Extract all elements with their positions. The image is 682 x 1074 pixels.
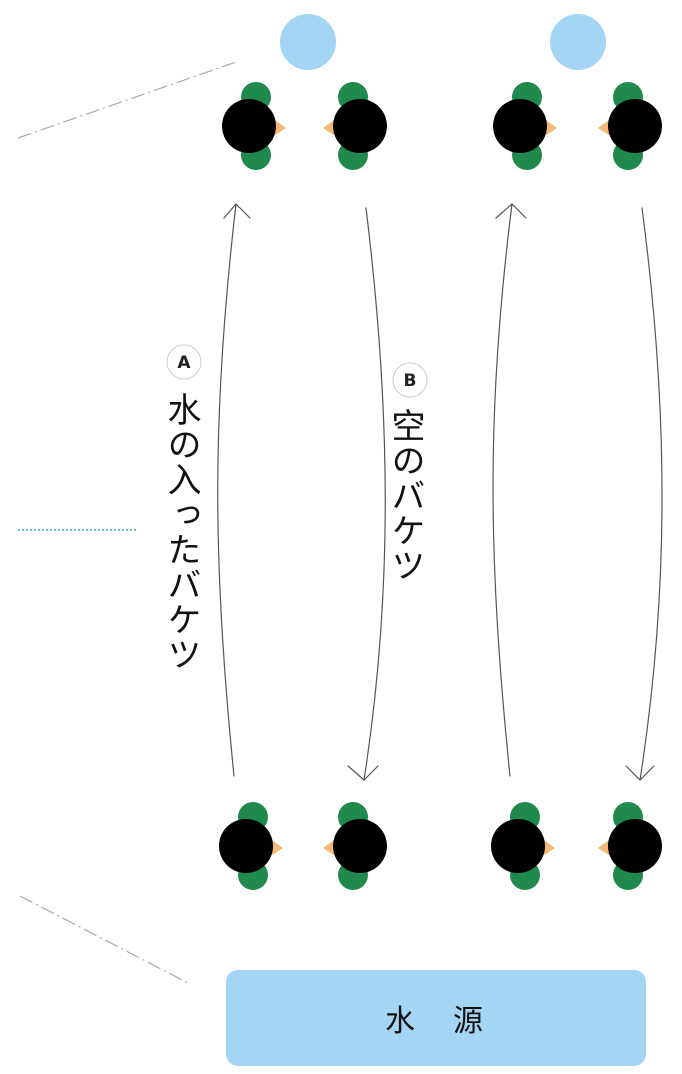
destination-circle-left [280,14,336,70]
marker-a-text: A [177,353,191,373]
arrow-up-a-head [223,203,251,219]
water-source-label: 水 源 [385,1004,487,1039]
marker-a: A [166,344,202,380]
arrow-down-b-head [347,765,379,781]
person-bottom-1 [219,802,283,890]
top-guide-line [17,61,237,139]
person-top-2 [323,82,387,170]
arrow-up-a [217,203,237,777]
marker-b: B [392,362,428,398]
arrow-up-right-lane [492,203,513,777]
arrow-down-right-lane-head [625,765,655,781]
person-bottom-4 [598,802,662,890]
person-bottom-2 [323,802,387,890]
arrow-down-b [363,207,386,781]
marker-b-text: B [404,371,417,391]
bottom-guide-line [19,895,191,985]
arrow-up-right-lane-head [495,203,527,219]
person-top-4 [598,82,662,170]
person-top-1 [222,82,286,170]
arrow-down-right-lane [639,207,663,781]
destination-circle-right [550,14,606,70]
person-top-3 [493,82,557,170]
person-bottom-3 [491,802,555,890]
full-bucket-label: 水の入ったバケツ [161,392,201,672]
empty-bucket-label: 空のバケツ [385,408,425,583]
water-source-box: 水 源 [226,970,646,1066]
